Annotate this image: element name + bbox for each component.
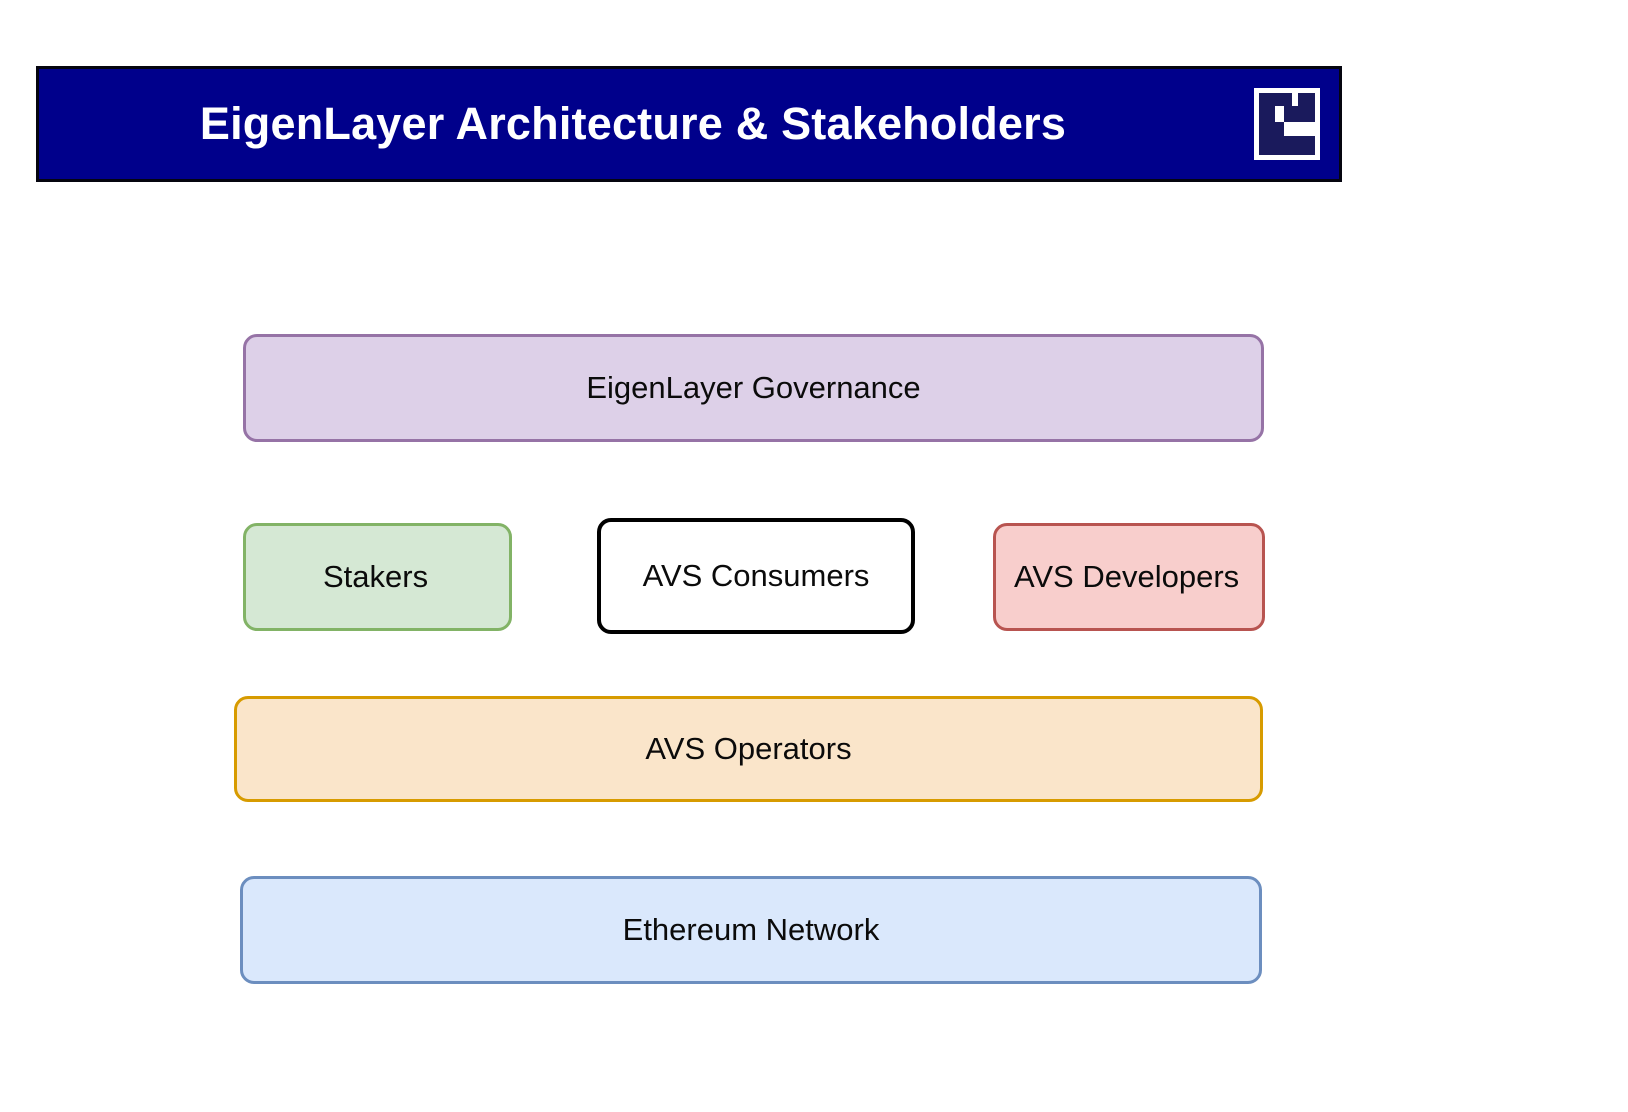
node-label: Ethereum Network (622, 911, 880, 947)
node-label: EigenLayer Governance (586, 369, 921, 405)
node-avs-consumers[interactable]: AVS Consumers (597, 518, 915, 634)
page-title: EigenLayer Architecture & Stakeholders (199, 98, 1067, 149)
node-eigenlayer-governance[interactable]: EigenLayer Governance (243, 334, 1264, 442)
node-avs-operators[interactable]: AVS Operators (234, 696, 1263, 802)
eigenlayer-logo-icon (1254, 88, 1320, 160)
node-ethereum-network[interactable]: Ethereum Network (240, 876, 1262, 984)
node-label: AVS Operators (645, 730, 852, 766)
node-label: AVS Consumers (642, 557, 870, 593)
node-avs-developers[interactable]: AVS Developers (993, 523, 1265, 631)
node-stakers[interactable]: Stakers (243, 523, 512, 631)
node-label: Stakers (323, 558, 429, 594)
node-label: AVS Developers (1014, 558, 1240, 594)
header-banner: EigenLayer Architecture & Stakeholders (36, 66, 1342, 182)
